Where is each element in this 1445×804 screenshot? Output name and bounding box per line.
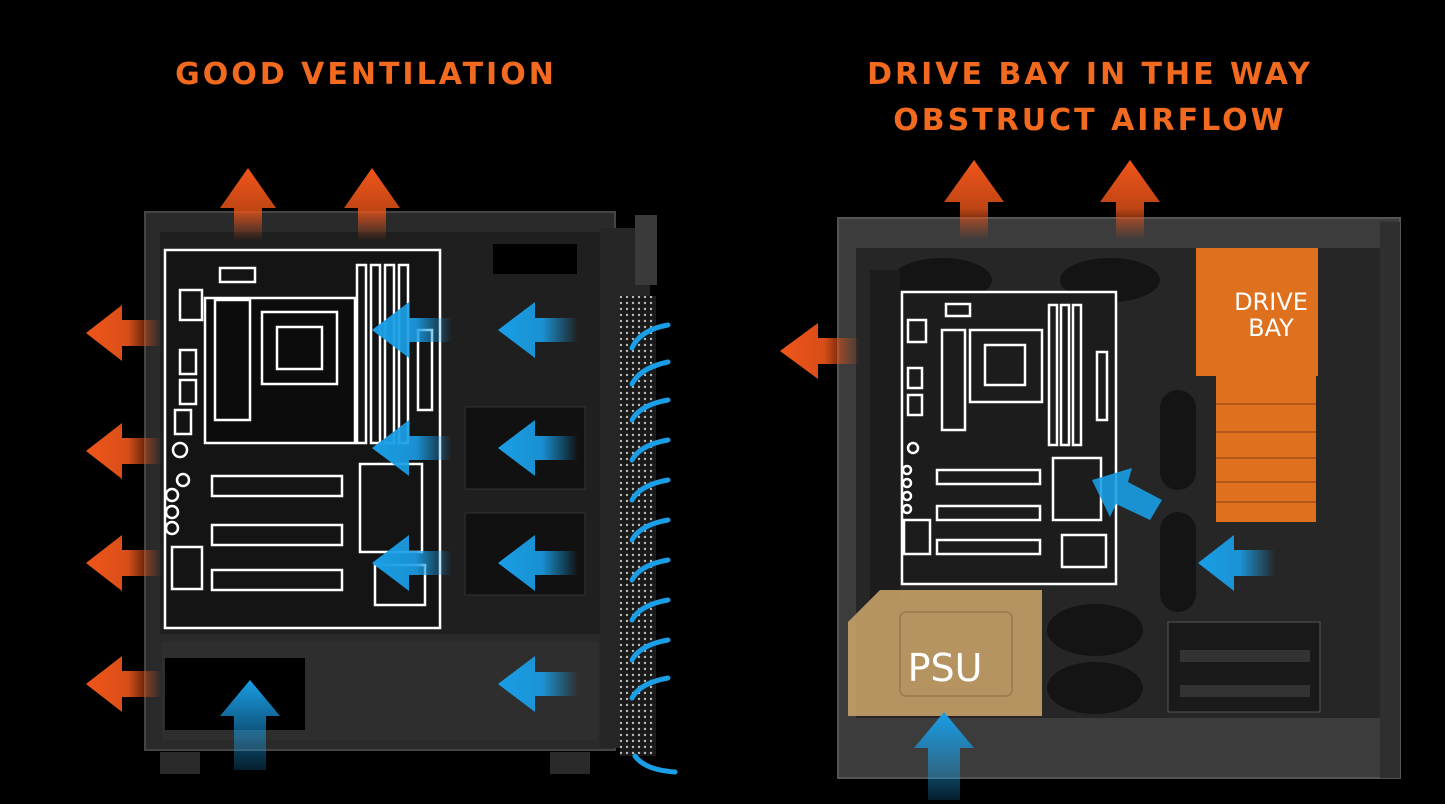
left-intake-arrows	[220, 302, 578, 770]
drive-bay	[1196, 248, 1318, 522]
right-motherboard	[900, 290, 1118, 586]
psu-label: PSU	[908, 646, 983, 690]
drive-bay-label-line-2: BAY	[1248, 314, 1294, 342]
right-panel-title: DRIVE BAY IN THE WAY OBSTRUCT AIRFLOW	[820, 52, 1360, 144]
left-exhaust-arrows-rear	[86, 305, 162, 712]
left-front-curved-intake	[629, 322, 678, 775]
right-title-line-1: DRIVE BAY IN THE WAY	[867, 57, 1313, 92]
right-title-line-2: OBSTRUCT AIRFLOW	[893, 103, 1287, 138]
right-exhaust-arrows	[780, 160, 1160, 379]
drive-bay-label-line-1: DRIVE	[1234, 288, 1308, 316]
left-exhaust-arrows-top	[220, 168, 400, 240]
left-panel-title: GOOD VENTILATION	[175, 57, 557, 92]
right-intake-arrows	[914, 468, 1275, 800]
psu-block	[848, 590, 1042, 716]
